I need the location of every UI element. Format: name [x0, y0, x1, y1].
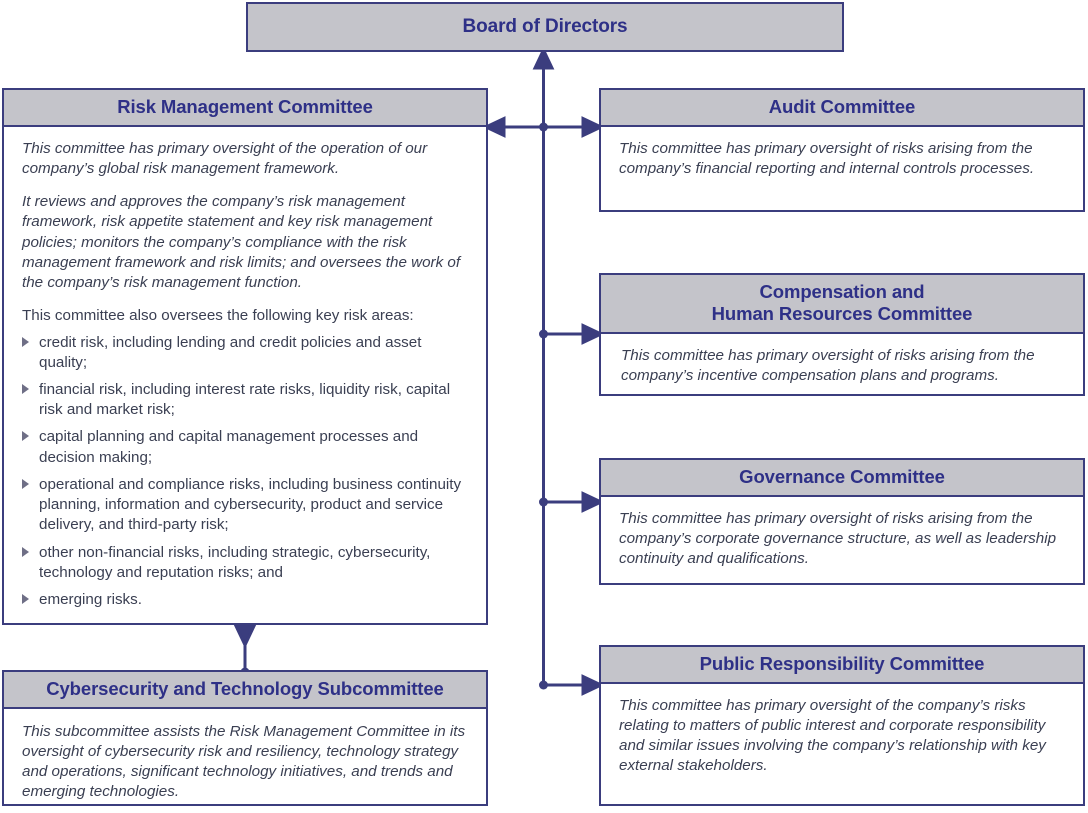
governance-committee-body: This committee has primary oversight of …	[601, 497, 1083, 580]
cybersecurity-technology-subcommittee-box: Cybersecurity and Technology Subcommitte…	[2, 670, 488, 806]
governance-committee-title: Governance Committee	[601, 460, 1083, 497]
risk-management-committee-box: Risk Management Committee This committee…	[2, 88, 488, 625]
cyber-paragraph: This subcommittee assists the Risk Manag…	[22, 722, 466, 801]
audit-paragraph: This committee has primary oversight of …	[619, 139, 1035, 178]
public-junction-dot	[539, 680, 548, 690]
triangle-bullet-icon	[22, 593, 29, 604]
list-item-label: capital planning and capital management …	[39, 428, 419, 466]
audit-committee-box: Audit Committee This committee has prima…	[599, 88, 1085, 212]
list-item: operational and compliance risks, includ…	[22, 475, 472, 536]
rmc-paragraph: This committee has primary oversight of …	[22, 139, 428, 178]
list-item: other non-financial risks, including str…	[22, 543, 472, 583]
triangle-bullet-icon	[22, 431, 29, 442]
trunk-junction-dot	[539, 122, 548, 132]
triangle-bullet-icon	[22, 478, 29, 489]
list-item-label: operational and compliance risks, includ…	[39, 475, 462, 534]
public-responsibility-committee-box: Public Responsibility Committee This com…	[599, 645, 1085, 806]
list-item-label: credit risk, including lending and credi…	[39, 333, 422, 371]
list-item: financial risk, including interest rate …	[22, 380, 472, 420]
triangle-bullet-icon	[22, 384, 29, 395]
compensation-paragraph: This committee has primary oversight of …	[621, 346, 1035, 384]
board-arrow-icon	[532, 46, 555, 70]
compensation-hr-committee-box: Compensation and Human Resources Committ…	[599, 273, 1085, 396]
cyber-arrow-icon	[233, 624, 257, 649]
public-responsibility-committee-body: This committee has primary oversight of …	[601, 684, 1083, 787]
governance-paragraph: This committee has primary oversight of …	[619, 509, 1057, 568]
list-item-label: emerging risks.	[39, 590, 142, 608]
cybersecurity-technology-subcommittee-body: This subcommittee assists the Risk Manag…	[4, 709, 486, 813]
triangle-bullet-icon	[22, 546, 29, 557]
list-item-label: financial risk, including interest rate …	[39, 381, 451, 419]
compensation-hr-committee-title-line2: Human Resources Committee	[711, 302, 973, 324]
compensation-hr-committee-title-line1: Compensation and	[759, 281, 925, 302]
rmc-list-lead: This committee also oversees the followi…	[22, 307, 414, 325]
governance-committee-box: Governance Committee This committee has …	[599, 458, 1085, 585]
rmc-risk-areas-list: credit risk, including lending and credi…	[22, 333, 472, 611]
board-of-directors-title: Board of Directors	[248, 4, 842, 50]
list-item-label: other non-financial risks, including str…	[39, 543, 431, 581]
cybersecurity-technology-subcommittee-title: Cybersecurity and Technology Subcommitte…	[4, 672, 486, 709]
public-responsibility-committee-title: Public Responsibility Committee	[601, 647, 1083, 684]
risk-management-committee-title: Risk Management Committee	[4, 90, 486, 127]
comp-junction-dot	[539, 329, 548, 339]
audit-committee-title: Audit Committee	[601, 90, 1083, 127]
list-item: emerging risks.	[22, 590, 472, 610]
compensation-hr-committee-title: Compensation and Human Resources Committ…	[601, 275, 1083, 334]
list-item: credit risk, including lending and credi…	[22, 333, 472, 373]
compensation-hr-committee-body: This committee has primary oversight of …	[601, 334, 1083, 396]
gov-junction-dot	[539, 497, 548, 507]
public-responsibility-paragraph: This committee has primary oversight of …	[619, 696, 1046, 775]
risk-management-committee-body: This committee has primary oversight of …	[4, 127, 486, 618]
rmc-paragraph: It reviews and approves the company’s ri…	[22, 193, 461, 292]
triangle-bullet-icon	[22, 336, 29, 347]
list-item: capital planning and capital management …	[22, 427, 472, 467]
rmc-arrow-icon	[482, 116, 506, 138]
board-of-directors-box: Board of Directors	[246, 2, 844, 52]
audit-committee-body: This committee has primary oversight of …	[601, 127, 1083, 189]
